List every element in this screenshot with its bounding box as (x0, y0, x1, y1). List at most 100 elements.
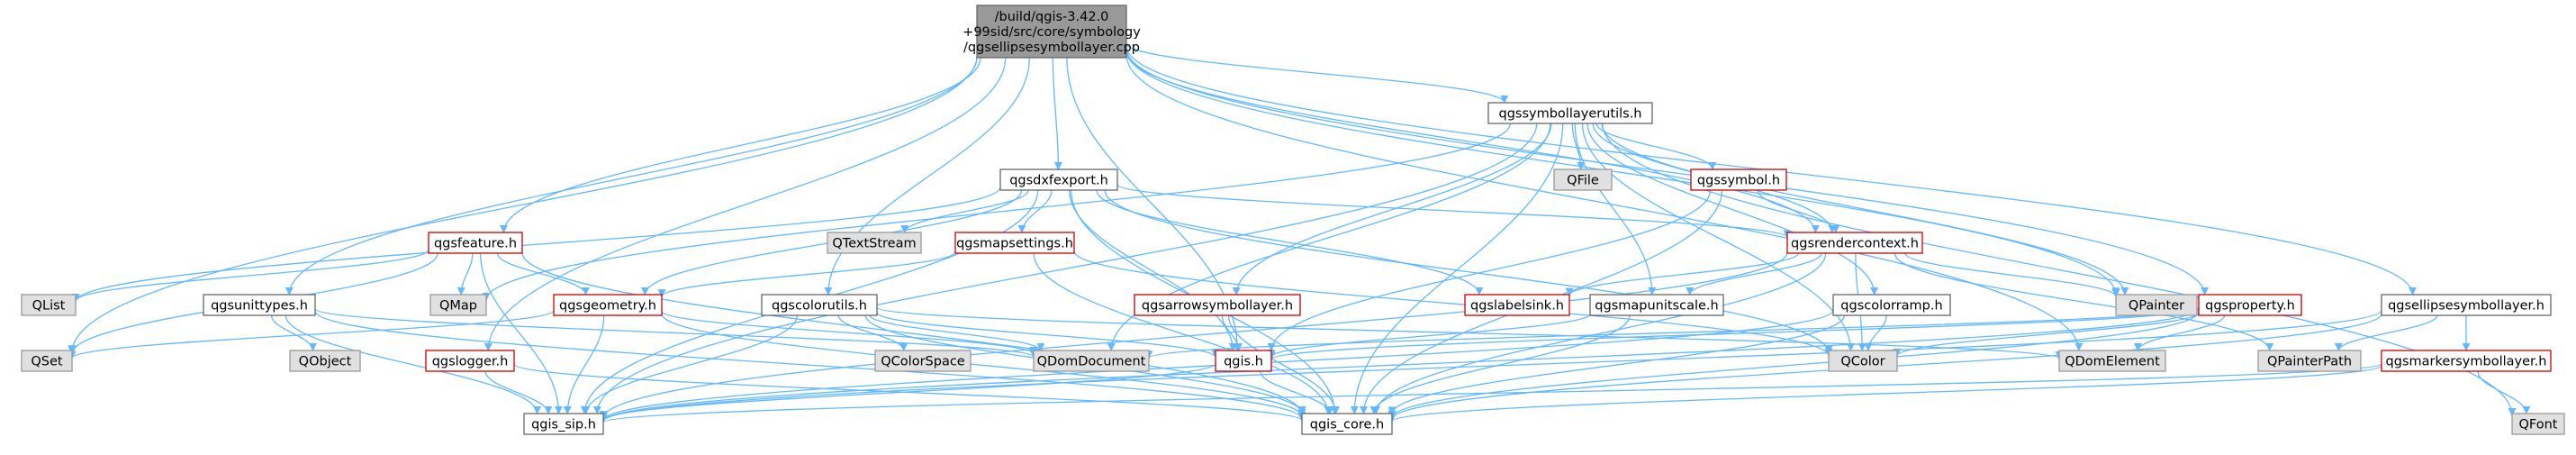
edge-line (482, 123, 1511, 302)
node-box (553, 294, 663, 316)
edge-qgsdxfexport_h-to-QColor (1104, 189, 1833, 354)
node-label: QColorSpace (881, 355, 965, 369)
edge-root-to-QSet (68, 56, 978, 354)
edge-qgis_h-to-qgis_core_h (1260, 370, 1334, 414)
node-qgslabelsink-h[interactable]: qgslabelsink.h (1464, 294, 1570, 316)
edge-qgsmarkersymbollayer_h-to-qgis_core_h (1387, 365, 2382, 423)
edge-qgsdxfexport_h-to-qgsrendercontext_h (1116, 184, 1792, 239)
edge-qgsgeometry_h-to-qgis_sip_h (563, 314, 605, 414)
edge-qgssymbollayerutils_h-to-QFile (1571, 123, 1586, 170)
node-qgsarrowsymbollayer-h[interactable]: qgsarrowsymbollayer.h (1134, 294, 1301, 316)
edge-line (1904, 252, 2120, 298)
edge-qgsdxfexport_h-to-qgslabelsink_h (1096, 189, 1484, 296)
node-label: /build/qgis-3.42.0 (995, 10, 1109, 24)
node-qgis-core-h[interactable]: qgis_core.h (1301, 413, 1393, 435)
node-qgscolorramp-h[interactable]: qgscolorramp.h (1832, 294, 1951, 316)
edge-line (1894, 252, 2274, 351)
edge-qgsdxfexport_h-to-QTextStream (900, 189, 1029, 233)
node-qgsrendercontext-h[interactable]: qgsrendercontext.h (1786, 232, 1923, 254)
edge-qgssymbollayerutils_h-to-QPainter (1601, 123, 2129, 296)
node-qgsgeometry-h[interactable]: qgsgeometry.h (553, 294, 663, 316)
edge-line (1371, 252, 1827, 414)
edge-line (1116, 184, 1792, 239)
node-QPainter[interactable]: QPainter (2115, 294, 2198, 316)
edge-qgssymbollayerutils_h-to-qgis_core_h (1350, 123, 1564, 414)
node-qgsmapsettings-h[interactable]: qgsmapsettings.h (954, 232, 1075, 254)
edge-qgssymbollayerutils_h-to-qgis_sip_h (592, 123, 1538, 414)
edge-qgsunittypes_h-to-qgis_core_h (314, 311, 1306, 420)
edge-qgssymbollayerutils_h-to-qgsmapunitscale_h (1574, 123, 1657, 296)
node-label: QMap (439, 299, 477, 314)
node-box (976, 5, 1127, 59)
node-QList[interactable]: QList (21, 294, 77, 316)
node-qgis-h[interactable]: qgis.h (1215, 350, 1272, 372)
edge-line (1125, 54, 2083, 351)
node-QFile[interactable]: QFile (1553, 168, 1613, 191)
edge-qgsfeature_h-to-qgis_sip_h (479, 252, 563, 414)
node-qgsmapunitscale-h[interactable]: qgsmapunitscale.h (1589, 294, 1724, 316)
node-qgscolorutils-h[interactable]: qgscolorutils.h (761, 294, 878, 316)
edge-root-to-qgslogger_h (484, 57, 1007, 351)
edge-line (1232, 123, 1552, 296)
edge-qgsfeature_h-to-qgsgeometry_h (496, 252, 591, 296)
node-label: /qgsellipsesymbollayer.cpp (963, 41, 1140, 55)
edge-line (599, 362, 1216, 422)
node-QTextStream[interactable]: QTextStream (827, 232, 922, 254)
node-label: QPainter (2129, 299, 2184, 314)
edge-line (285, 57, 978, 296)
edge-root-to-qgssymbollayerutils_h (1125, 42, 1509, 104)
node-QMap[interactable]: QMap (429, 294, 487, 316)
node-qgsfeature-h[interactable]: qgsfeature.h (428, 232, 523, 254)
node-QFont[interactable]: QFont (2511, 413, 2565, 435)
node-label: qgsellipsesymbollayer.h (2388, 299, 2544, 314)
node-root: /build/qgis-3.42.0+99sid/src/core/symbol… (963, 5, 1141, 59)
node-QColorSpace[interactable]: QColorSpace (874, 350, 972, 372)
node-qgsellipsesymbollayer-h[interactable]: qgsellipsesymbollayer.h (2381, 294, 2552, 316)
node-qgssymbol-h[interactable]: qgssymbol.h (1690, 168, 1787, 191)
edge-line (1052, 57, 1062, 170)
node-qgsunittypes-h[interactable]: qgsunittypes.h (203, 294, 316, 316)
edge-line (1033, 252, 1333, 414)
node-label: qgsfeature.h (434, 237, 517, 251)
node-box (203, 294, 316, 316)
edge-line (1595, 123, 1717, 170)
node-qgssymbollayerutils-h[interactable]: qgssymbollayerutils.h (1487, 102, 1653, 124)
node-label: QFile (1567, 174, 1599, 188)
edge-qgsfeature_h-to-qgis_core_h (521, 252, 1306, 416)
node-box (1464, 294, 1570, 316)
edge-qgsfeature_h-to-QList (71, 249, 429, 303)
node-box (1033, 350, 1150, 372)
edge-qgscolorramp_h-to-QColor (1864, 314, 1887, 351)
node-qgslogger-h[interactable]: qgslogger.h (425, 350, 515, 372)
node-QPainterPath[interactable]: QPainterPath (2257, 350, 2362, 372)
edge-line (1227, 314, 1341, 414)
edge-line (837, 314, 908, 351)
edge-line (1017, 189, 1053, 233)
edge-qgscolorutils_h-to-QDomDocument (869, 314, 1045, 351)
node-QColor[interactable]: QColor (1828, 350, 1898, 372)
edge-line (1571, 123, 1586, 170)
edge-line (1369, 314, 1631, 414)
node-QDomElement[interactable]: QDomElement (2058, 350, 2166, 372)
edge-qgsellipsesymbollayer_h-to-qgis_sip_h (599, 309, 2382, 423)
edge-line (1125, 42, 1509, 104)
node-QObject[interactable]: QObject (289, 350, 361, 372)
edge-line (1267, 189, 1712, 352)
node-qgsmarkersymbollayer-h[interactable]: qgsmarkersymbollayer.h (2381, 350, 2552, 372)
node-QDomDocument[interactable]: QDomDocument (1033, 350, 1150, 372)
node-qgsproperty-h[interactable]: qgsproperty.h (2198, 294, 2302, 316)
node-qgsdxfexport-h[interactable]: qgsdxfexport.h (999, 168, 1118, 191)
edge-root-to-qgsunittypes_h (285, 57, 978, 296)
edge-qgsrendercontext_h-to-QPainterPath (1894, 252, 2274, 351)
node-qgis-sip-h[interactable]: qgis_sip.h (523, 413, 604, 435)
node-box (428, 232, 523, 254)
node-box (999, 168, 1118, 191)
edge-line (2334, 314, 2438, 351)
node-label: qgssymbol.h (1697, 174, 1780, 188)
node-QSet[interactable]: QSet (21, 350, 73, 372)
dependency-nodes: /build/qgis-3.42.0+99sid/src/core/symbol… (21, 5, 2565, 435)
node-label: qgis.h (1224, 355, 1263, 369)
edge-line (1267, 313, 1591, 359)
node-label: qgis_sip.h (531, 418, 596, 432)
